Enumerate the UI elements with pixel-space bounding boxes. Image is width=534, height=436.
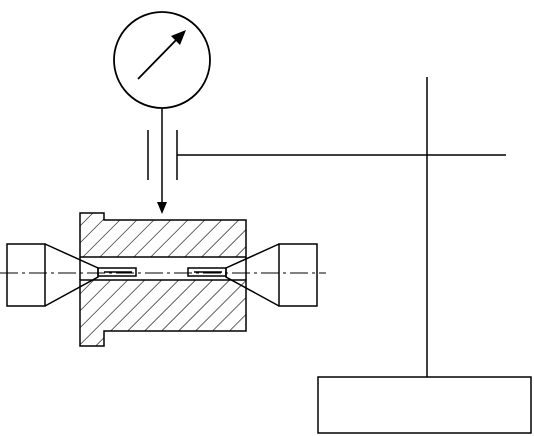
- left-center-body: [6, 243, 46, 307]
- dial-needle: [137, 35, 181, 80]
- plunger-tip: [157, 202, 167, 214]
- right-center-body: [278, 243, 318, 307]
- dial-needle-arrowhead: [171, 30, 186, 45]
- dial-face: [113, 11, 211, 109]
- stand-base: [317, 376, 532, 434]
- lower-hatching: [80, 280, 246, 346]
- right-center-tip: [187, 267, 227, 277]
- indicator-stand: [177, 77, 532, 434]
- left-center-tip: [97, 267, 137, 277]
- workpiece-section: [79, 212, 247, 347]
- dial-indicator: [113, 11, 211, 214]
